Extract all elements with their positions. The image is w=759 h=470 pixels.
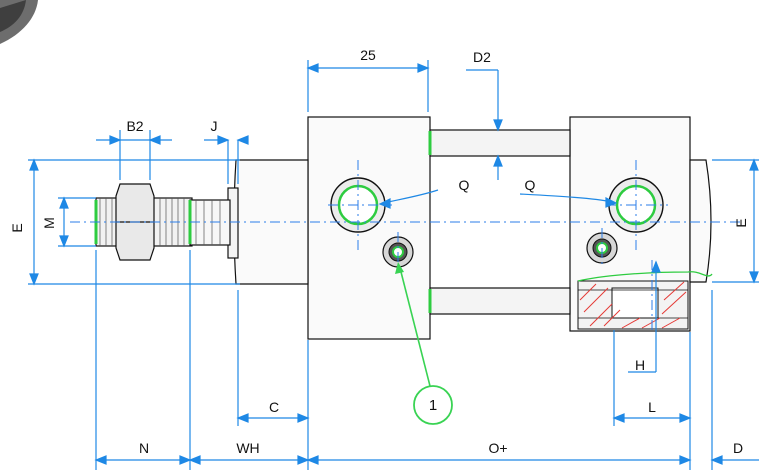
rear-cushion — [689, 159, 712, 283]
label-e-right: E — [733, 218, 749, 227]
label-b2: B2 — [126, 118, 143, 134]
centerlines — [70, 160, 740, 330]
label-l: L — [648, 399, 656, 415]
label-j: J — [211, 118, 218, 134]
label-d: D — [733, 440, 743, 456]
label-callout-1: 1 — [429, 397, 437, 414]
label-o-plus: O+ — [488, 440, 507, 456]
label-h: H — [635, 357, 645, 373]
label-dim-25: 25 — [360, 47, 376, 63]
dimension-lines — [28, 60, 759, 470]
corner-photo-fragment — [0, 0, 38, 44]
section-hatch — [579, 281, 687, 329]
label-e-left: E — [9, 223, 25, 232]
label-c: C — [269, 399, 279, 415]
label-d2: D2 — [473, 49, 491, 65]
section-break-line — [577, 271, 713, 282]
label-wh: WH — [236, 440, 259, 456]
upper-tie-rod — [429, 129, 571, 157]
label-q-left: Q — [459, 177, 470, 193]
sectioned-tie-rod-nut — [577, 280, 689, 330]
callout-1 — [395, 262, 453, 425]
label-n: N — [139, 440, 149, 456]
label-m: M — [41, 217, 57, 229]
lower-tie-rod — [429, 287, 571, 315]
label-q-right: Q — [525, 177, 536, 193]
